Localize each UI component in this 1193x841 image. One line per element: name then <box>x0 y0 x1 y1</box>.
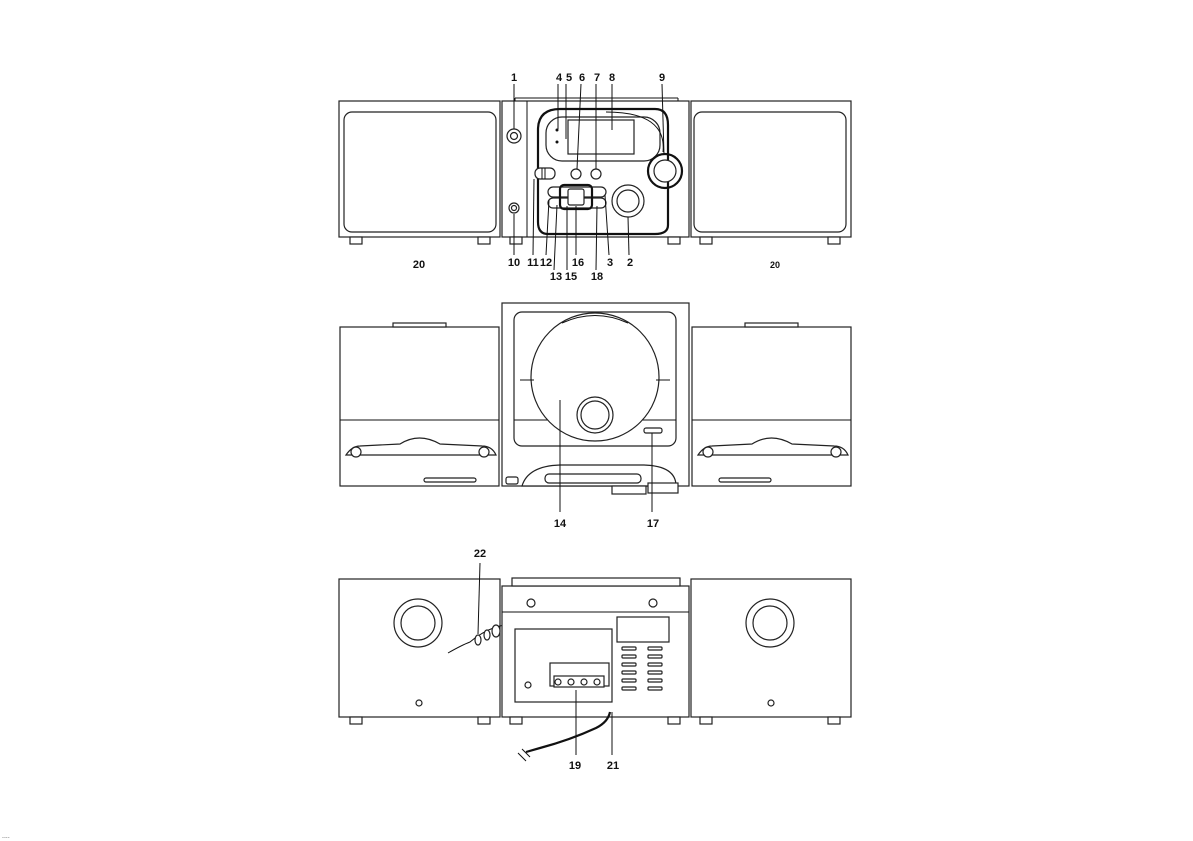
callout-8: 8 <box>609 72 615 84</box>
rear-view: 22 19 21 <box>339 548 851 772</box>
callout-16: 16 <box>572 257 584 269</box>
footer-mark: .... <box>2 833 10 840</box>
callout-17: 17 <box>647 518 659 530</box>
top-view: 14 17 <box>340 303 851 530</box>
callout-10: 10 <box>508 257 520 269</box>
callout-18: 18 <box>591 271 603 283</box>
callout-14: 14 <box>554 518 567 530</box>
callout-12: 12 <box>540 257 552 269</box>
callout-6: 6 <box>579 72 585 84</box>
callout-13: 13 <box>550 271 562 283</box>
front-view: 1 4 5 6 7 8 9 10 11 12 13 15 16 18 3 2 2… <box>339 72 851 283</box>
top-right-speaker <box>692 323 851 486</box>
callout-3: 3 <box>607 257 613 269</box>
rear-main-unit <box>502 578 689 761</box>
callout-21: 21 <box>607 760 619 772</box>
callout-5: 5 <box>566 72 572 84</box>
callout-9: 9 <box>659 72 665 84</box>
callout-11: 11 <box>527 257 539 269</box>
callout-20-left: 20 <box>413 259 425 271</box>
top-left-speaker <box>340 323 499 486</box>
callout-7: 7 <box>594 72 600 84</box>
front-right-speaker <box>691 101 851 244</box>
rear-right-speaker <box>691 579 851 724</box>
callout-1: 1 <box>511 72 517 84</box>
callout-15: 15 <box>565 271 577 283</box>
callout-19: 19 <box>569 760 581 772</box>
rear-left-speaker <box>339 579 530 724</box>
top-main-unit <box>502 303 689 494</box>
callout-4: 4 <box>556 72 563 84</box>
callout-22: 22 <box>474 548 486 560</box>
callout-20-right: 20 <box>770 260 780 270</box>
front-left-speaker <box>339 101 500 244</box>
callout-2: 2 <box>627 257 633 269</box>
